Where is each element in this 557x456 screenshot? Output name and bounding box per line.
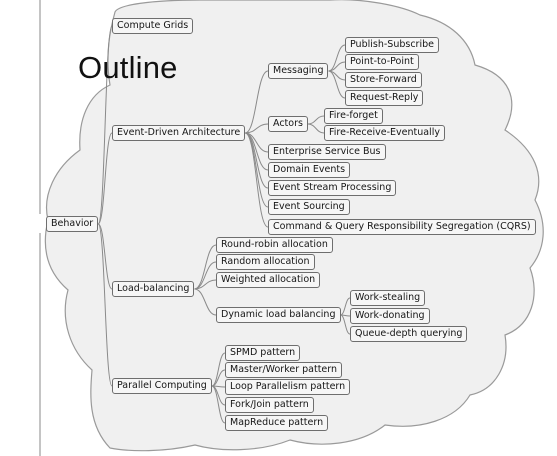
node-random-allocation[interactable]: Random allocation (216, 254, 315, 270)
node-event-sourcing[interactable]: Event Sourcing (268, 199, 350, 215)
node-work-stealing[interactable]: Work-stealing (350, 290, 426, 306)
connector-19 (194, 279, 217, 290)
branch-load-balancing[interactable]: Load-balancing (112, 281, 195, 297)
connector-0 (97, 25, 113, 225)
connector-21 (340, 297, 351, 316)
node-actors[interactable]: Actors (268, 116, 308, 132)
node-store-forward[interactable]: Store-Forward (345, 72, 422, 88)
connector-20 (194, 288, 217, 316)
node-fire-forget[interactable]: Fire-forget (324, 108, 383, 124)
node-work-donating[interactable]: Work-donating (350, 308, 430, 324)
page-title: Outline (78, 50, 178, 85)
connector-23 (340, 314, 351, 335)
node-fork-join-pattern[interactable]: Fork/Join pattern (225, 397, 314, 413)
node-mapreduce-pattern[interactable]: MapReduce pattern (225, 415, 329, 431)
node-messaging[interactable]: Messaging (268, 63, 329, 79)
node-event-stream-processing[interactable]: Event Stream Processing (268, 180, 397, 196)
node-request-reply[interactable]: Request-Reply (345, 90, 424, 106)
connector-5 (245, 123, 269, 134)
connector-18 (194, 261, 217, 290)
branch-parallel-computing[interactable]: Parallel Computing (112, 378, 212, 394)
node-fire-receive-eventually[interactable]: Fire-Receive-Eventually (324, 125, 445, 141)
node-spmd-pattern[interactable]: SPMD pattern (225, 345, 301, 361)
node-round-robin-allocation[interactable]: Round-robin allocation (216, 237, 333, 253)
node-loop-parallelism-pattern[interactable]: Loop Parallelism pattern (225, 379, 351, 395)
connector-2 (97, 223, 113, 290)
connector-16 (307, 123, 325, 134)
root-node-behavior[interactable]: Behavior (46, 216, 99, 232)
node-weighted-allocation[interactable]: Weighted allocation (216, 272, 321, 288)
connector-11 (328, 44, 346, 72)
branch-compute-grids[interactable]: Compute Grids (112, 18, 194, 34)
connector-3 (97, 223, 113, 387)
node-dynamic-load-balancing[interactable]: Dynamic load balancing (216, 307, 341, 323)
connector-17 (194, 244, 217, 290)
connector-4 (244, 70, 269, 134)
node-publish-subscribe[interactable]: Publish-Subscribe (345, 37, 439, 53)
node-master-worker-pattern[interactable]: Master/Worker pattern (225, 362, 343, 378)
connector-1 (97, 132, 113, 225)
connector-14 (328, 70, 346, 99)
node-enterprise-service-bus[interactable]: Enterprise Service Bus (268, 144, 386, 160)
branch-event-driven-architecture[interactable]: Event-Driven Architecture (112, 125, 246, 141)
connector-28 (211, 385, 226, 424)
node-domain-events[interactable]: Domain Events (268, 162, 351, 178)
connector-lines (97, 25, 351, 424)
connector-10 (244, 132, 269, 228)
node-queue-depth-querying[interactable]: Queue-depth querying (350, 326, 468, 342)
node-cqrs[interactable]: Command & Query Responsibility Segregati… (268, 219, 536, 235)
node-point-to-point[interactable]: Point-to-Point (345, 54, 419, 70)
